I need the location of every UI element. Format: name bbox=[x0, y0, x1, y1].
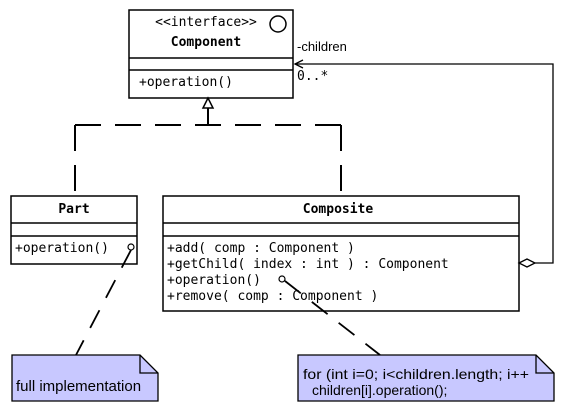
composite-note-line-2: children[i].operation(); bbox=[312, 382, 447, 398]
part-note-text: full implementation bbox=[16, 378, 141, 395]
composite-operation-getchild: +getChild( index : int ) : Component bbox=[167, 257, 449, 272]
part-class-box[interactable]: Part +operation() bbox=[10, 195, 138, 265]
part-note-shape bbox=[11, 354, 159, 402]
aggregation-arrowhead-icon bbox=[293, 59, 304, 69]
composite-operation-operation: +operation() bbox=[167, 273, 261, 288]
part-note-anchor-icon bbox=[127, 243, 135, 251]
interface-box-frame bbox=[128, 9, 294, 99]
interface-stereotype: <<interface>> bbox=[155, 15, 257, 30]
aggregation-connector bbox=[293, 59, 554, 264]
interface-name: Component bbox=[171, 35, 241, 50]
interface-operation: +operation() bbox=[139, 75, 233, 90]
composite-name: Composite bbox=[303, 202, 374, 217]
part-box-frame bbox=[10, 195, 138, 265]
composite-note-line-1: for (int i=0; i<children.length; i++ bbox=[303, 366, 529, 382]
part-name: Part bbox=[58, 202, 89, 217]
part-operation: +operation() bbox=[15, 241, 109, 256]
aggregation-diamond-icon bbox=[517, 258, 537, 268]
realization-connector bbox=[74, 107, 342, 196]
composite-operation-add: +add( comp : Component ) bbox=[167, 241, 355, 256]
composite-note-fold-icon bbox=[535, 355, 554, 374]
association-role-label: -children bbox=[297, 39, 347, 54]
composite-box-frame bbox=[162, 195, 520, 312]
association-multiplicity: 0..* bbox=[297, 69, 328, 84]
part-note[interactable]: full implementation bbox=[11, 354, 159, 402]
composite-note-shape bbox=[297, 354, 555, 402]
composite-class-box[interactable]: Composite +add( comp : Component ) +getC… bbox=[162, 195, 520, 312]
part-note-connector bbox=[75, 249, 132, 356]
aggregation-line bbox=[295, 63, 554, 264]
composite-operation-remove: +remove( comp : Component ) bbox=[167, 289, 378, 304]
realization-arrowhead-icon bbox=[201, 96, 215, 109]
interface-component-box[interactable]: <<interface>> Component +operation() bbox=[128, 9, 294, 99]
part-note-fold-icon bbox=[139, 355, 158, 374]
composite-note-anchor-icon bbox=[278, 275, 286, 283]
interface-lollipop-icon bbox=[269, 15, 287, 33]
composite-note[interactable]: for (int i=0; i<children.length; i++ chi… bbox=[297, 354, 555, 402]
